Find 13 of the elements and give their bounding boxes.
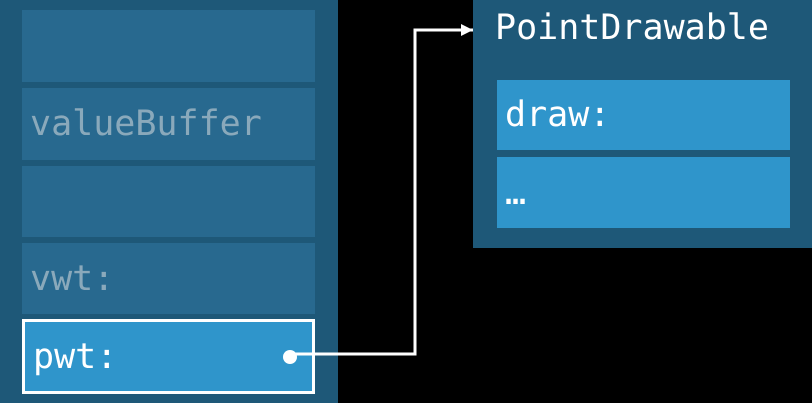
memory-panel xyxy=(473,0,812,248)
connector-dot xyxy=(283,350,297,364)
field-label: pwt: xyxy=(33,336,118,376)
field-label: valueBuffer xyxy=(30,104,262,144)
field-label: vwt: xyxy=(30,258,114,298)
arrow xyxy=(294,24,473,356)
field-label: … xyxy=(505,172,526,212)
memory-cell xyxy=(22,319,315,394)
memory-cell xyxy=(497,157,790,228)
field-label: draw: xyxy=(505,95,610,135)
panel-title: PointDrawable xyxy=(495,8,769,48)
memory-panel xyxy=(0,0,338,403)
memory-cell xyxy=(497,80,790,150)
